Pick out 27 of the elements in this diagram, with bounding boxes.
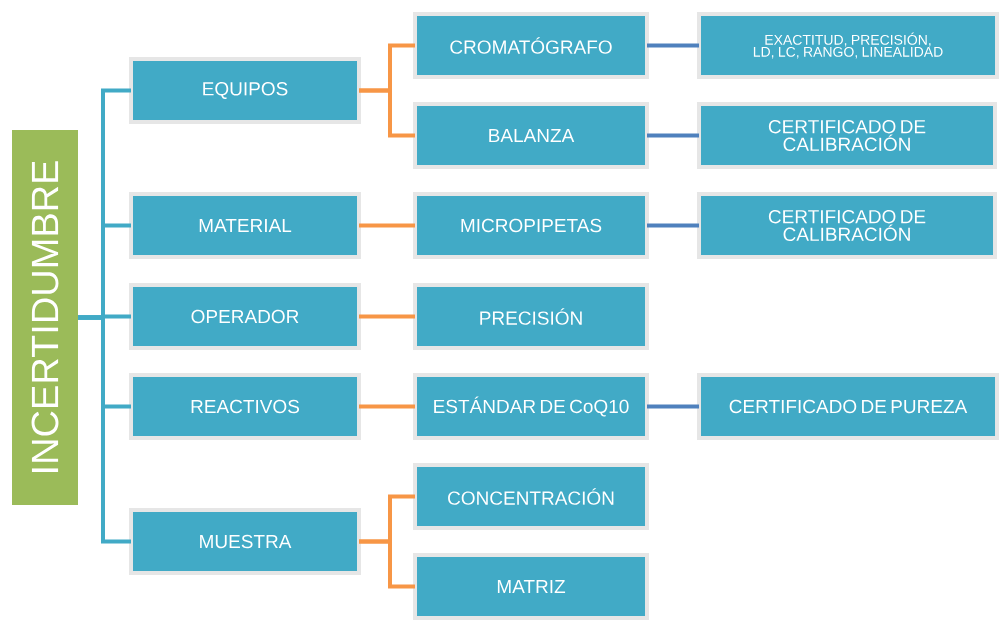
category-box: CONCENTRACIÓN	[413, 463, 649, 530]
category-box: CERTIFICADO DE PUREZA	[697, 373, 999, 440]
category-box: MICROPIPETAS	[413, 192, 649, 259]
category-box: CERTIFICADO DE CALIBRACIÓN	[697, 192, 997, 259]
connector-line	[359, 88, 415, 138]
category-box: CROMATÓGRAFO	[413, 12, 649, 79]
connector-line	[78, 315, 131, 544]
connector-line	[647, 404, 699, 409]
category-box: BALANZA	[413, 102, 649, 169]
connector-line	[647, 43, 699, 48]
category-box: EQUIPOS	[129, 57, 361, 124]
category-box: PRECISIÓN	[413, 283, 649, 350]
category-box: MUESTRA	[129, 508, 361, 575]
category-box: REACTIVOS	[129, 373, 361, 440]
connector-line	[647, 133, 699, 138]
title-bar: INCERTIDUMBRE	[12, 130, 78, 505]
connector-line	[359, 539, 415, 589]
category-box: OPERADOR	[129, 283, 361, 350]
category-box: EXACTITUD, PRECISIÓN, LD, LC, RANGO, LINEALIDAD	[697, 12, 999, 79]
connector-line	[359, 404, 415, 409]
category-box: MATERIAL	[129, 192, 361, 259]
connector-line	[647, 223, 699, 228]
connector-line	[359, 223, 415, 228]
category-box: MATRIZ	[413, 553, 649, 620]
category-box: ESTÁNDAR DE CoQ10	[413, 373, 649, 440]
connector-line	[359, 314, 415, 319]
category-box: CERTIFICADO DE CALIBRACIÓN	[697, 102, 997, 169]
